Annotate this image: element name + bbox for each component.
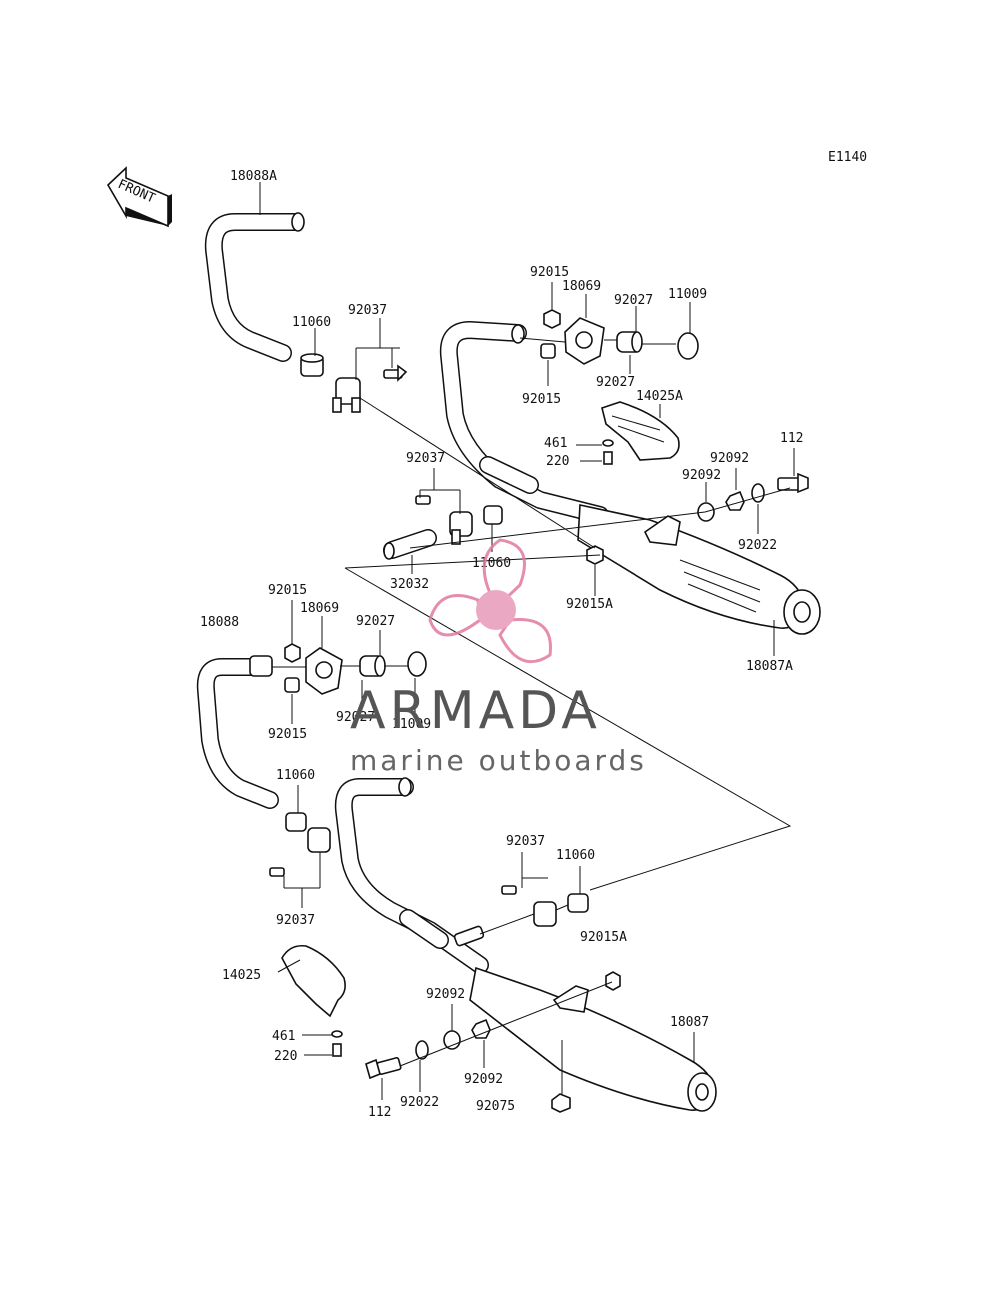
part-label-92027-upper-bottom: 92027	[596, 375, 635, 390]
part-label-14025: 14025	[222, 968, 261, 983]
part-label-32032: 32032	[390, 577, 429, 592]
part-label-92022-lower: 92022	[400, 1095, 439, 1110]
propeller-logo-icon	[428, 538, 552, 664]
heat-cover-14025	[281, 944, 346, 1018]
nut-92015-lower-top	[284, 643, 301, 663]
part-label-220-lower: 220	[274, 1049, 297, 1064]
bolt-220-lower	[332, 1043, 342, 1057]
leader-lines	[259, 182, 795, 1100]
gasket-92027-lower	[359, 655, 386, 677]
part-label-18088: 18088	[200, 615, 239, 630]
flange-18069-upper	[564, 317, 605, 365]
part-label-92022-upper: 92022	[738, 538, 777, 553]
cap-92075	[551, 1093, 571, 1113]
part-label-92092-upper-b: 92092	[710, 451, 749, 466]
exhaust-pipe-18088	[196, 655, 279, 809]
part-label-92092-lower-b: 92092	[464, 1072, 503, 1087]
part-label-112-lower: 112	[368, 1105, 391, 1120]
part-label-92037-upper: 92037	[348, 303, 387, 318]
damper-92092-lower-a	[443, 1030, 461, 1050]
part-label-92037-lower-right: 92037	[506, 834, 545, 849]
bolt-112-upper	[777, 472, 809, 494]
part-label-18087: 18087	[670, 1015, 709, 1030]
part-label-18088A: 18088A	[230, 169, 277, 184]
muffler-18087	[334, 777, 717, 1112]
part-label-11060-upper: 11060	[292, 315, 331, 330]
collar-11060-lower-left	[285, 812, 307, 832]
part-label-92015-lower-top: 92015	[268, 583, 307, 598]
part-label-18069-upper: 18069	[562, 279, 601, 294]
watermark: ARMADA marine outboards	[350, 538, 647, 777]
part-label-92092-upper-a: 92092	[682, 468, 721, 483]
part-label-92015-lower-bottom: 92015	[268, 727, 307, 742]
collar-11060-upper	[300, 353, 324, 377]
part-label-92075: 92075	[476, 1099, 515, 1114]
part-label-92015-upper-bottom: 92015	[522, 392, 561, 407]
part-label-461-upper: 461	[544, 436, 567, 451]
part-label-92037-lower-left: 92037	[276, 913, 315, 928]
washer-92022-lower	[415, 1040, 429, 1060]
part-label-92015A-lower: 92015A	[580, 930, 627, 945]
clamp-92037-lower-right	[501, 885, 557, 927]
watermark-tagline: marine outboards	[350, 744, 647, 777]
part-label-92027-lower-top: 92027	[356, 614, 395, 629]
watermark-brand: ARMADA	[350, 681, 601, 741]
washer-461-upper	[602, 439, 614, 447]
part-label-18069-lower: 18069	[300, 601, 339, 616]
collar-11060-lower-right	[567, 893, 589, 913]
part-label-220-upper: 220	[546, 454, 569, 469]
part-label-92015A-upper: 92015A	[566, 597, 613, 612]
washer-92022-upper	[751, 483, 765, 503]
nut-92015-upper-top	[543, 309, 561, 329]
gasket-11009-upper	[677, 332, 699, 360]
part-label-11009-upper: 11009	[668, 287, 707, 302]
part-label-11060-middle: 11060	[472, 556, 511, 571]
flange-18069-lower	[305, 647, 343, 695]
bolt-220-upper	[603, 451, 613, 465]
diagram-code: E1140	[828, 150, 867, 165]
part-label-92027-lower-bottom: 92027	[336, 710, 375, 725]
clamp-92037-lower-left	[269, 827, 331, 877]
part-label-11060-lower-right: 11060	[556, 848, 595, 863]
pipe-32032	[383, 529, 437, 560]
heat-cover-14025A	[601, 401, 680, 461]
clamp-92037-middle	[415, 495, 473, 545]
part-label-92027-upper-top: 92027	[614, 293, 653, 308]
bolt-112-lower	[365, 1057, 402, 1080]
part-label-11060-lower-left: 11060	[276, 768, 315, 783]
nut-92015A-lower	[605, 971, 621, 991]
nut-92015-lower-bottom	[284, 677, 300, 693]
part-label-92015-upper-top: 92015	[530, 265, 569, 280]
damper-92092-lower-b	[471, 1018, 491, 1039]
part-label-92037-middle: 92037	[406, 451, 445, 466]
part-label-112-upper: 112	[780, 431, 803, 446]
part-label-461-lower: 461	[272, 1029, 295, 1044]
part-label-92092-lower-a: 92092	[426, 987, 465, 1002]
gasket-11009-lower	[407, 651, 427, 677]
damper-92092-upper-b	[725, 490, 745, 511]
part-labels: 18088A 11060 92037 92015 18069 92027 110…	[200, 169, 803, 1120]
collar-11060-middle	[483, 505, 503, 525]
part-label-11009-lower: 11009	[392, 717, 431, 732]
clamp-92037-upper	[332, 364, 408, 413]
front-arrow-icon: FRONT	[106, 166, 172, 228]
exhaust-pipe-18088A	[204, 212, 305, 362]
part-label-14025A: 14025A	[636, 389, 683, 404]
nut-92015-upper-bottom	[540, 343, 556, 359]
muffler-18087A	[439, 321, 821, 635]
part-label-18087A: 18087A	[746, 659, 793, 674]
washer-461-lower	[331, 1030, 343, 1038]
gasket-92027-upper	[616, 331, 643, 353]
